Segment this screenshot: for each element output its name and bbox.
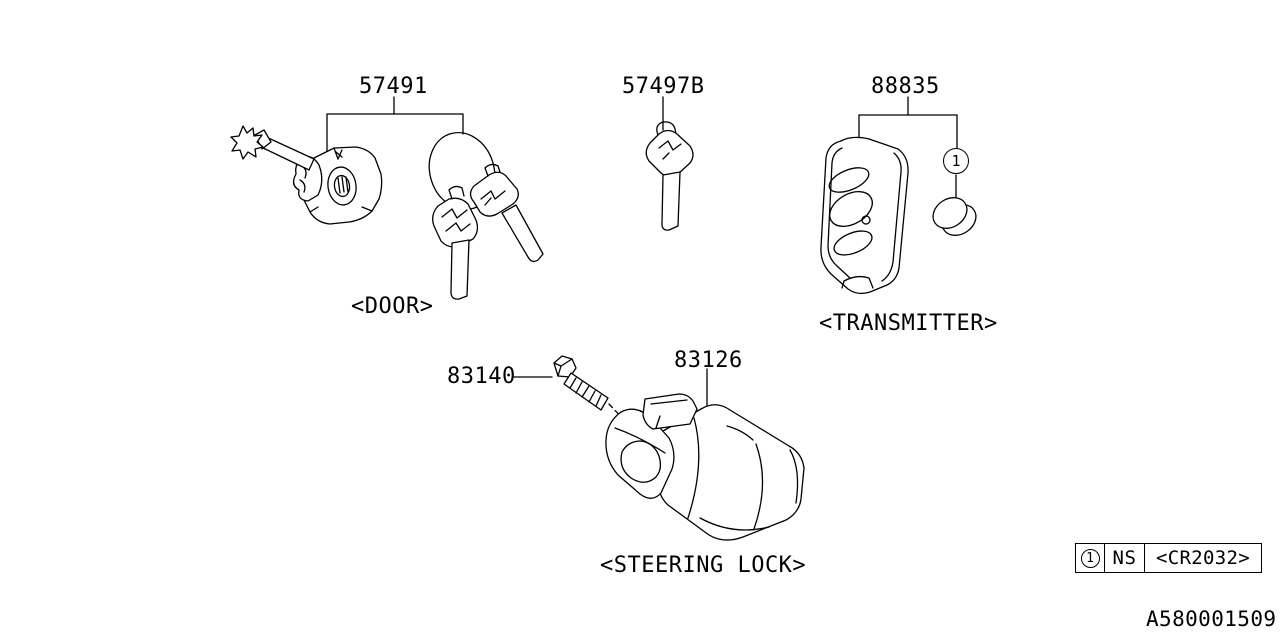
legend-battery-type-cell: <CR2032> xyxy=(1156,547,1250,569)
part-number-83140[interactable]: 83140 xyxy=(447,364,516,389)
key-blank-drawing xyxy=(645,121,694,231)
door-keys-drawing xyxy=(428,131,544,300)
caption-door: <DOOR> xyxy=(351,294,434,319)
part-number-57491[interactable]: 57491 xyxy=(359,74,428,99)
caption-transmitter: <TRANSMITTER> xyxy=(819,311,998,336)
battery-ref-marker: 1 xyxy=(943,148,969,174)
legend-ref-cell: 1 xyxy=(1076,544,1105,572)
diagram-id: A580001509 xyxy=(1146,607,1277,631)
part-number-88835[interactable]: 88835 xyxy=(871,74,940,99)
steering-lock-drawing xyxy=(605,393,805,541)
battery-ref-number: 1 xyxy=(951,152,961,170)
legend-table: 1 NS <CR2032> xyxy=(1075,543,1262,573)
part-number-83126[interactable]: 83126 xyxy=(674,348,743,373)
caption-steering-lock: <STEERING LOCK> xyxy=(600,553,807,578)
transmitter-fob-drawing xyxy=(820,136,909,295)
legend-ref-circle-icon: 1 xyxy=(1080,548,1100,568)
callout-88835 xyxy=(858,96,958,200)
callout-57491 xyxy=(326,96,464,152)
legend-code-cell: NS xyxy=(1105,544,1145,572)
battery-drawing xyxy=(932,197,977,236)
door-lock-cylinder-drawing xyxy=(230,125,383,225)
bolt-drawing xyxy=(553,355,630,426)
legend-ref-number: 1 xyxy=(1086,550,1094,566)
part-number-57497B[interactable]: 57497B xyxy=(622,74,705,99)
